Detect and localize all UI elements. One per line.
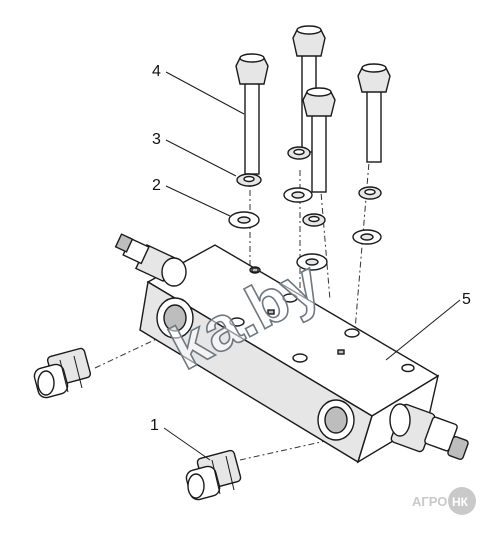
callout-4: 4 [152,63,161,80]
flat-washers [228,187,382,271]
bolts [235,25,391,193]
lock-washers [236,146,382,227]
callout-2: 2 [152,177,161,194]
logo-badge-icon [448,487,476,515]
logo-badge-text: НК [452,495,469,509]
leader-lines [163,71,461,461]
left-cartridge [114,233,187,287]
right-cartridge [389,403,469,460]
fitting-left [33,347,92,399]
callout-5: 5 [462,291,471,308]
logo-left-text: АГРО [412,494,447,509]
brand-logo: АГРО НК [412,487,476,515]
callout-3: 3 [152,131,161,148]
callout-1: 1 [150,417,159,434]
fitting-lower [185,449,242,501]
